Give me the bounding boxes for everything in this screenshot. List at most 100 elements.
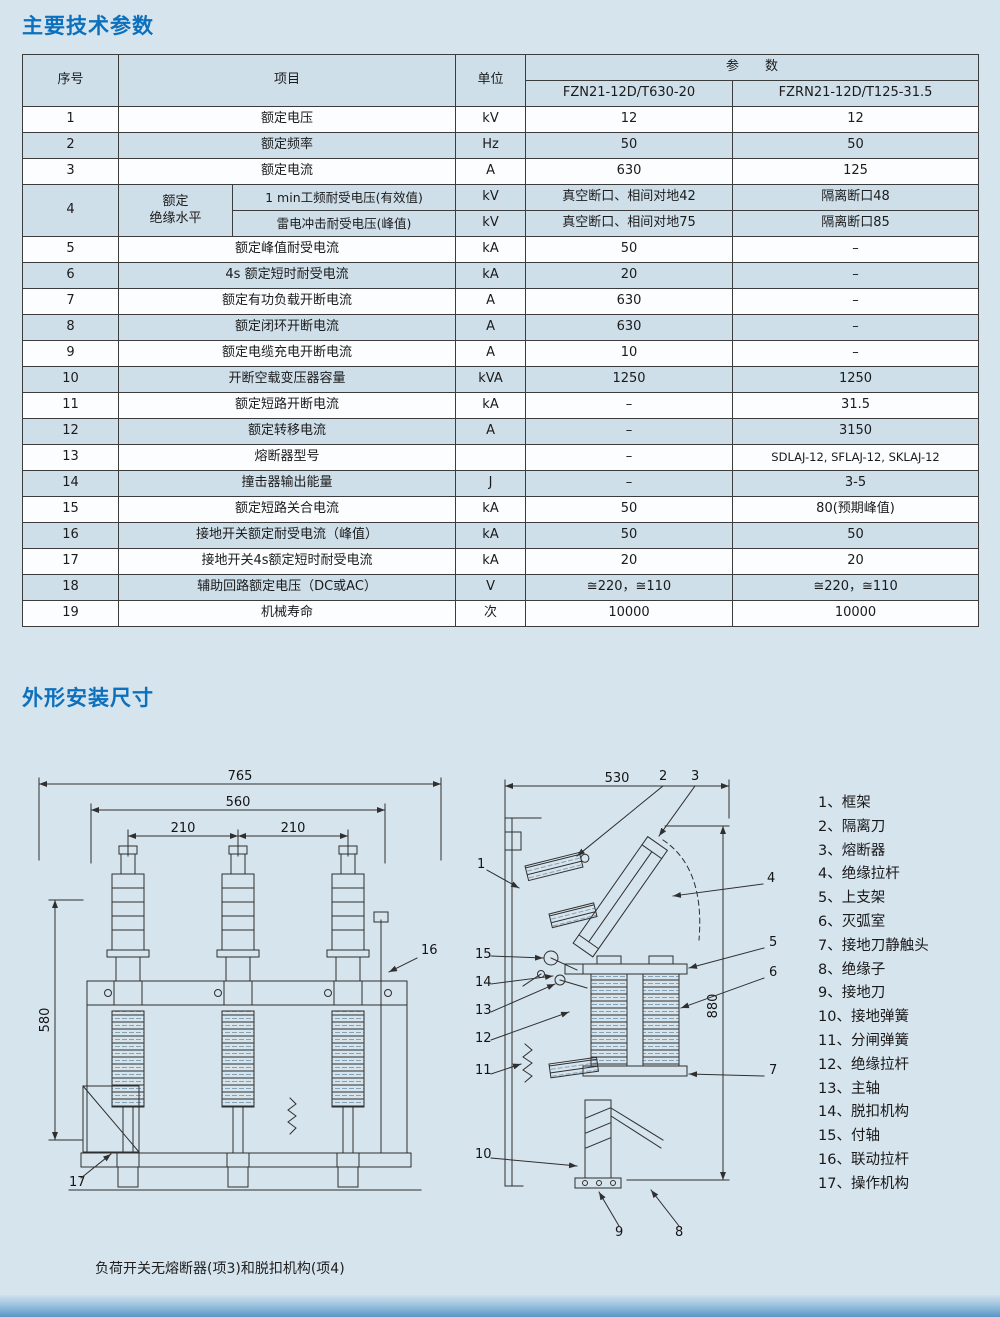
row-unit: kVA (455, 366, 527, 393)
dim-pole-spacing-right: 210 (281, 821, 306, 836)
row-unit: A (455, 418, 527, 445)
fuse-swing-arc (662, 839, 701, 941)
row-value-col1: 10 (525, 340, 734, 367)
row-unit: A (455, 340, 527, 367)
section-title-parameters: 主要技术参数 (22, 14, 154, 38)
row-value-col1: 50 (525, 522, 734, 549)
callout-16: 16 (421, 943, 438, 958)
row-item: 接地开关额定耐受电流（峰值） (117, 522, 457, 549)
row-subitem: 雷电冲击耐受电压(峰值) (231, 210, 457, 237)
dim-total-width: 765 (228, 769, 253, 784)
row-number: 7 (22, 288, 119, 315)
row-value-col2: 125 (732, 158, 980, 185)
row-number: 19 (22, 600, 119, 627)
dim-height-right: 880 (706, 994, 721, 1019)
row-value-col2: 隔离断口85 (732, 210, 980, 237)
row-item: 额定电缆充电开断电流 (117, 340, 457, 367)
operating-mechanism-box (82, 1085, 140, 1153)
row-unit: A (455, 158, 527, 185)
dim-pole-spacing-left: 210 (171, 821, 196, 836)
row-number: 3 (22, 158, 119, 185)
row-unit: J (455, 470, 527, 497)
header-item: 项目 (117, 54, 457, 107)
row-value-col1: 50 (525, 236, 734, 263)
disconnector-knife (524, 851, 590, 882)
row-value-col1: 50 (525, 496, 734, 523)
legend-item: 12、绝缘拉杆 (818, 1056, 909, 1073)
callout-4: 4 (767, 871, 775, 886)
row-value-col1: 630 (525, 288, 734, 315)
row-subitem: 1 min工频耐受电压(有效值) (231, 184, 457, 211)
row-item: 机械寿命 (117, 600, 457, 627)
legend-item: 4、绝缘拉杆 (818, 866, 900, 883)
row-number: 17 (22, 548, 119, 575)
row-number: 5 (22, 236, 119, 263)
row-number: 6 (22, 262, 119, 289)
drawing-caption: 负荷开关无熔断器(项3)和脱扣机构(项4) (95, 1261, 345, 1277)
row-unit: kA (455, 392, 527, 419)
header-unit: 单位 (455, 54, 527, 107)
row-value-col1: – (525, 418, 734, 445)
row-number: 18 (22, 574, 119, 601)
row-value-col2: ≅220，≅110 (732, 574, 980, 601)
legend-item: 1、框架 (818, 795, 871, 811)
header-params: 参 数 (525, 54, 980, 81)
callout-5: 5 (769, 935, 777, 950)
row-item: 额定电流 (117, 158, 457, 185)
callout-14: 14 (475, 975, 492, 990)
row-number: 9 (22, 340, 119, 367)
row-unit: kV (455, 106, 527, 133)
legend-item: 13、主轴 (818, 1080, 880, 1097)
section-title-dimensions: 外形安装尺寸 (22, 686, 154, 710)
row-number: 14 (22, 470, 119, 497)
row-value-col1: – (525, 470, 734, 497)
row-item: 额定短路关合电流 (117, 496, 457, 523)
row-item: 额定有功负载开断电流 (117, 288, 457, 315)
pole-right (326, 845, 370, 1188)
side-view-svg: 530 (475, 769, 777, 1240)
upper-pull-rod (548, 902, 598, 929)
row-item: 额定闭环开断电流 (117, 314, 457, 341)
row-value-col2: – (732, 262, 980, 289)
dim-width: 530 (605, 771, 630, 786)
row-unit: V (455, 574, 527, 601)
row-item: 辅助回路额定电压（DC或AC） (117, 574, 457, 601)
row-item: 撞击器输出能量 (117, 470, 457, 497)
legend-item: 7、接地刀静触头 (818, 937, 929, 954)
row-value-col1: 630 (525, 314, 734, 341)
row-value-col2: 50 (732, 522, 980, 549)
row-item: 额定短路开断电流 (117, 392, 457, 419)
row-unit: kA (455, 496, 527, 523)
row-value-col1: 20 (525, 548, 734, 575)
callout-12: 12 (475, 1031, 492, 1046)
legend-item: 16、联动拉杆 (818, 1151, 909, 1168)
row-value-col1: – (525, 444, 734, 471)
callout-9: 9 (615, 1225, 623, 1240)
row-number: 16 (22, 522, 119, 549)
row-value-col2: 31.5 (732, 392, 980, 419)
legend-item: 6、灭弧室 (818, 913, 886, 930)
row-item: 接地开关4s额定短时耐受电流 (117, 548, 457, 575)
row-value-col2: – (732, 288, 980, 315)
row-item: 开断空载变压器容量 (117, 366, 457, 393)
row-value-col1: 10000 (525, 600, 734, 627)
callout-10: 10 (475, 1147, 492, 1162)
row-value-col2: – (732, 340, 980, 367)
row-value-col2: 10000 (732, 600, 980, 627)
row-unit: kA (455, 522, 527, 549)
front-view-drawing: 765 560 210 210 (25, 768, 455, 1253)
legend-item: 9、接地刀 (818, 985, 886, 1002)
legend-item: 11、分闸弹簧 (818, 1032, 909, 1049)
